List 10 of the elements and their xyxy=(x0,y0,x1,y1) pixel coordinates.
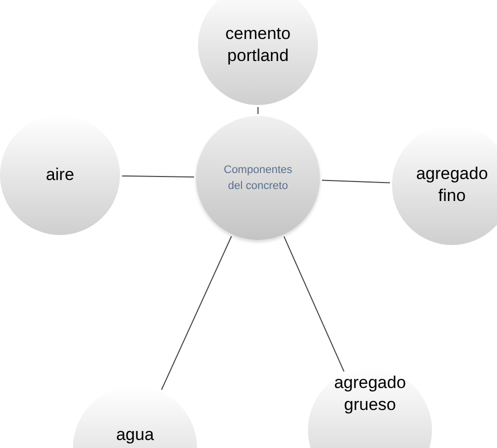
node-label: Componentes del concreto xyxy=(222,163,294,194)
node-label: aire xyxy=(44,164,76,186)
node-label: agua xyxy=(115,424,155,446)
node-label: cemento portland xyxy=(224,23,292,67)
connector-line xyxy=(122,175,194,178)
connector-line xyxy=(284,236,344,372)
node-label: agregado fino xyxy=(415,163,489,207)
connector-line xyxy=(321,180,391,184)
connector-line xyxy=(161,236,232,390)
node-label: agregado grueso xyxy=(333,372,407,416)
